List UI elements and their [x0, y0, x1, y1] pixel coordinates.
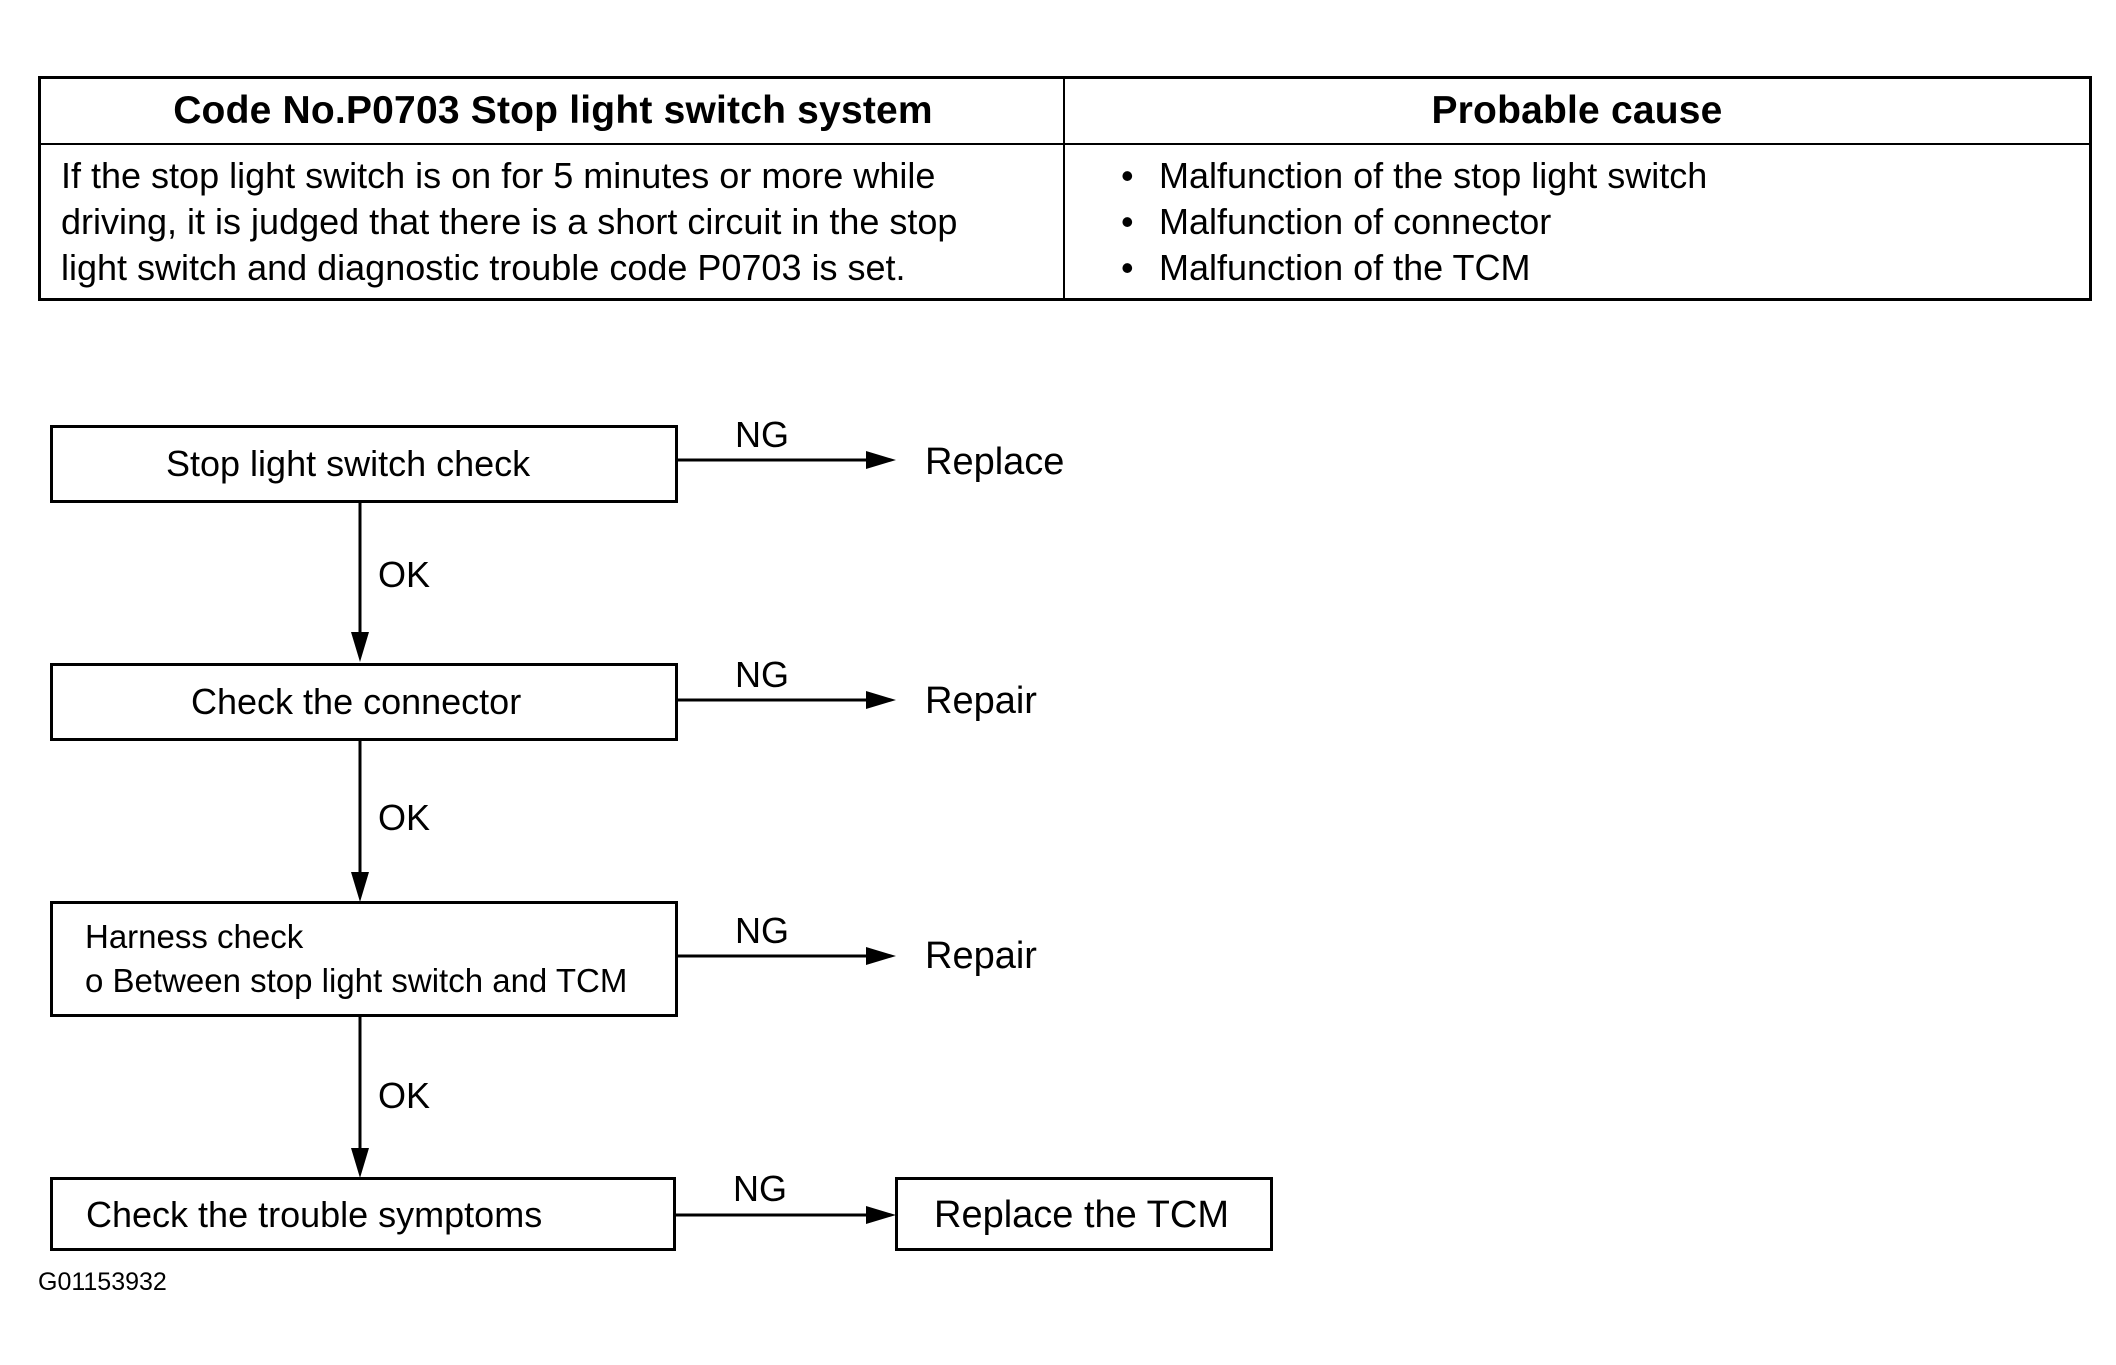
step-box-check-trouble-symptoms [50, 1177, 676, 1251]
ok-arrowhead-1 [351, 632, 369, 662]
step-label-line2: o Between stop light switch and TCM [85, 962, 628, 999]
step-label: Check the connector [191, 681, 522, 722]
step-label: Stop light switch check [166, 443, 531, 484]
cause-item: Malfunction of the TCM [1117, 245, 1707, 291]
result-box-replace-tcm [895, 1177, 1273, 1251]
figure-id: G01153932 [38, 1268, 167, 1296]
step-label-line1: Harness check [85, 918, 304, 955]
step-box-stop-light-switch-check [50, 425, 678, 503]
ng-arrowhead-1 [866, 451, 896, 469]
ok-arrowhead-2 [351, 872, 369, 902]
code-description: If the stop light switch is on for 5 min… [61, 153, 1061, 291]
probable-cause-header: Probable cause [1431, 89, 1723, 132]
probable-cause-list: Malfunction of the stop light switch Mal… [1117, 153, 1707, 291]
ng-arrowhead-4 [866, 1206, 896, 1224]
ok-label: OK [378, 554, 431, 595]
result-repair: Repair [925, 680, 1037, 722]
description-line: driving, it is judged that there is a sh… [61, 201, 958, 242]
ng-arrowhead-2 [866, 691, 896, 709]
code-table: Code No.P0703 Stop light switch system P… [38, 76, 2092, 301]
ng-label: NG [735, 654, 789, 695]
description-line: If the stop light switch is on for 5 min… [61, 155, 936, 196]
ng-label: NG [733, 1168, 787, 1209]
cause-item: Malfunction of connector [1117, 199, 1707, 245]
cause-item: Malfunction of the stop light switch [1117, 153, 1707, 199]
ng-label: NG [735, 910, 789, 951]
ng-arrowhead-3 [866, 947, 896, 965]
result-replace: Replace [925, 441, 1065, 483]
code-header: Code No.P0703 Stop light switch system [173, 89, 933, 132]
result-repair: Repair [925, 935, 1037, 977]
ok-label: OK [378, 797, 431, 838]
table-column-divider [1063, 79, 1065, 298]
table-header-divider [41, 143, 2089, 145]
step-box-harness-check [50, 901, 678, 1017]
ok-arrowhead-3 [351, 1148, 369, 1178]
ng-label: NG [735, 414, 789, 455]
step-label: Check the trouble symptoms [86, 1194, 543, 1235]
description-line: light switch and diagnostic trouble code… [61, 247, 906, 288]
ok-label: OK [378, 1075, 431, 1116]
step-box-check-connector [50, 663, 678, 741]
result-replace-tcm: Replace the TCM [934, 1194, 1229, 1236]
